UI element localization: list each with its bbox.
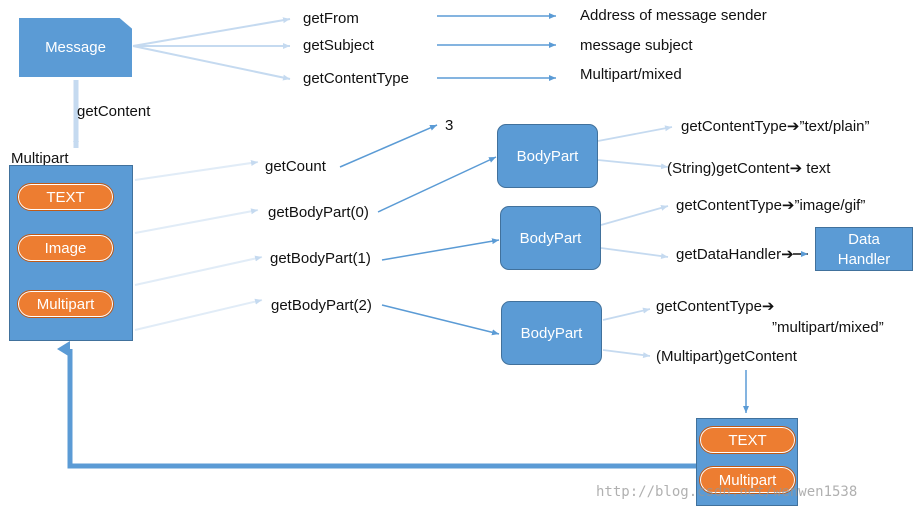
method-get-bodypart-2: getBodyPart(2) — [271, 297, 372, 314]
message-node: Message — [19, 18, 132, 77]
data-handler-line1: Data — [848, 231, 880, 248]
bp1-data-handler: getDataHandler➔ — [676, 246, 794, 263]
nested-item-multipart: Multipart — [699, 466, 796, 494]
bp0-get-content: (String)getContent➔ text — [667, 160, 831, 177]
multipart-fan-arrows — [134, 160, 263, 331]
result-content-type: Multipart/mixed — [580, 66, 682, 83]
method-get-bodypart-0: getBodyPart(0) — [268, 204, 369, 221]
message-fan-arrows — [132, 17, 291, 81]
count-value: 3 — [445, 117, 454, 134]
method-get-from: getFrom — [303, 10, 359, 27]
bodypart-detail-arrows — [597, 125, 673, 359]
bp0-content-type: getContentType➔”text/plain” — [681, 118, 870, 135]
result-subject: message subject — [580, 37, 693, 54]
method-get-subject: getSubject — [303, 37, 374, 54]
method-get-content-type: getContentType — [303, 70, 409, 87]
get-content-label: getContent — [77, 103, 151, 120]
bodypart-node-2: BodyPart — [501, 301, 602, 365]
return-loop-arrow — [57, 341, 696, 469]
nested-item-text: TEXT — [699, 426, 796, 454]
message-result-arrows — [437, 13, 556, 81]
bodypart-node-1: BodyPart — [500, 206, 601, 270]
method-get-bodypart-1: getBodyPart(1) — [270, 250, 371, 267]
data-handler-line2: Handler — [837, 251, 891, 268]
bodypart-node-0: BodyPart — [497, 124, 598, 188]
bp1-content-type: getContentType➔”image/gif” — [676, 197, 866, 214]
bp2-content-type-value: ”multipart/mixed” — [772, 319, 884, 336]
bp2-get-content: (Multipart)getContent — [656, 348, 797, 365]
multipart-title: Multipart — [11, 150, 69, 167]
bodypart-arrows — [339, 124, 500, 336]
bp2-content-type: getContentType➔ — [656, 298, 775, 315]
multipart-item-image: Image — [17, 234, 114, 262]
result-address: Address of message sender — [580, 7, 767, 24]
data-handler-node: Data Handler — [815, 227, 913, 271]
watermark: http://blog.csdn.net/wenwen1538 — [596, 484, 858, 500]
method-get-count: getCount — [265, 158, 326, 175]
multipart-item-multipart: Multipart — [17, 290, 114, 318]
multipart-item-text: TEXT — [17, 183, 114, 211]
